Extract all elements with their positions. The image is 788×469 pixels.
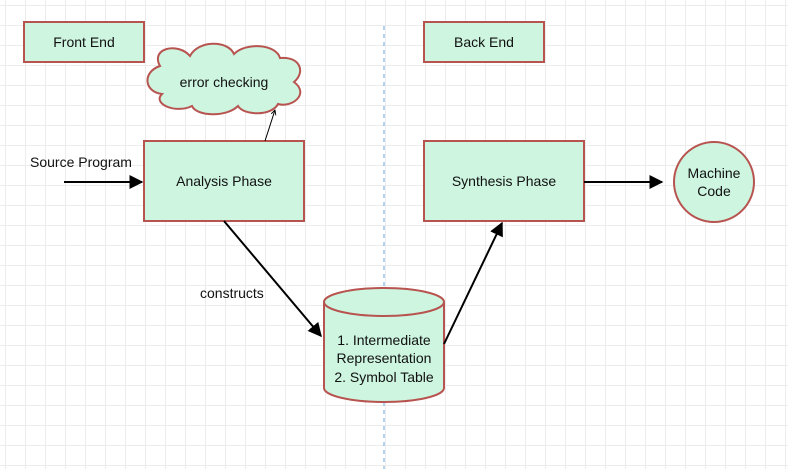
edge-storage-to-synthesis [443,221,503,345]
machine-code-node: Machine Code [673,141,755,223]
storage-text-line1: 1. Intermediate [337,332,431,348]
machine-code-text-line1: Machine [688,165,741,181]
constructs-edge-label: constructs [200,285,264,301]
storage-text-line3: 2. Symbol Table [334,369,434,385]
analysis-phase-node: Analysis Phase [143,140,305,222]
analysis-phase-text: Analysis Phase [176,173,272,189]
machine-code-text-line2: Code [697,183,731,199]
error-checking-cloud: error checking [146,42,302,116]
synthesis-phase-text: Synthesis Phase [452,173,556,189]
back-end-text: Back End [454,34,514,50]
front-end-text: Front End [53,34,114,50]
edge-analysis-to-error-checking [264,110,275,142]
edge-analysis-to-storage [223,220,322,338]
storage-text-line2: Representation [337,350,432,366]
back-end-label: Back End [423,21,545,63]
synthesis-phase-node: Synthesis Phase [423,140,585,222]
symbol-table-storage-node: 1. Intermediate Representation 2. Symbol… [323,287,445,403]
error-checking-text: error checking [180,74,269,90]
source-program-label: Source Program [30,154,132,170]
front-end-label: Front End [23,21,145,63]
